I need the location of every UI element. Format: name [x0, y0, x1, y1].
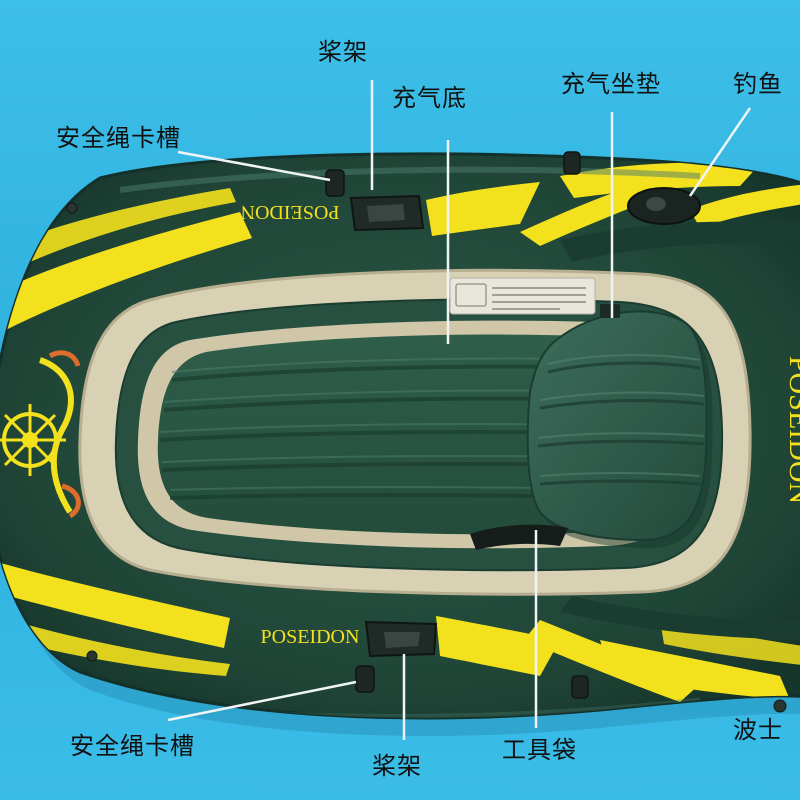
- yellow-stripe: [0, 212, 252, 338]
- callout-boston-valve: 波士: [733, 716, 783, 744]
- valve-icon: [66, 202, 787, 713]
- oar-lock-icon: [364, 620, 438, 658]
- warning-label: [449, 277, 596, 315]
- yellow-stripe: [436, 616, 560, 676]
- ribbon-tip: [61, 483, 81, 519]
- callout-tool-bag: 工具袋: [502, 736, 577, 764]
- yellow-stripe: [426, 182, 540, 236]
- brand-side: POSEIDON: [783, 356, 800, 504]
- ribbon-tip: [48, 350, 81, 367]
- callout-inflatable-seat: 充气坐垫: [561, 70, 661, 98]
- ship-wheel-icon: [0, 404, 66, 476]
- yellow-stripe: [690, 182, 800, 228]
- tool-bag: [470, 524, 568, 550]
- dark-band: [560, 596, 800, 640]
- callout-oar-holder-top: 桨架: [318, 38, 368, 66]
- callout-rod-holder: 钓鱼: [733, 70, 783, 98]
- callout-inflatable-floor: 充气底: [392, 84, 467, 112]
- callout-rope-slot-top: 安全绳卡槽: [56, 124, 181, 152]
- yellow-stripe: [0, 560, 230, 648]
- rope-clip-icon: [325, 151, 589, 699]
- brand-top: POSEIDON: [241, 201, 340, 223]
- seat-highlights: [537, 354, 705, 477]
- brand-bottom: POSEIDON: [261, 626, 360, 648]
- yellow-stripe: [520, 184, 660, 246]
- callout-oar-holder-bottom: 桨架: [372, 752, 422, 780]
- dark-band: [560, 221, 800, 262]
- seat-strap-buckle: [600, 304, 620, 318]
- yellow-stripe: [600, 640, 790, 700]
- tube-sheen: [119, 166, 701, 193]
- oar-lock-icon: [349, 194, 425, 232]
- inflatable-seat: [526, 310, 708, 542]
- fishing-rod-holder-icon: [627, 187, 701, 225]
- emblem-ribbon: [38, 357, 74, 514]
- leader-lines: [167, 80, 752, 740]
- seat-ribs: [537, 361, 705, 486]
- yellow-stripe: [20, 188, 236, 262]
- yellow-stripe: [8, 620, 230, 676]
- callout-rope-slot-bottom: 安全绳卡槽: [70, 732, 195, 760]
